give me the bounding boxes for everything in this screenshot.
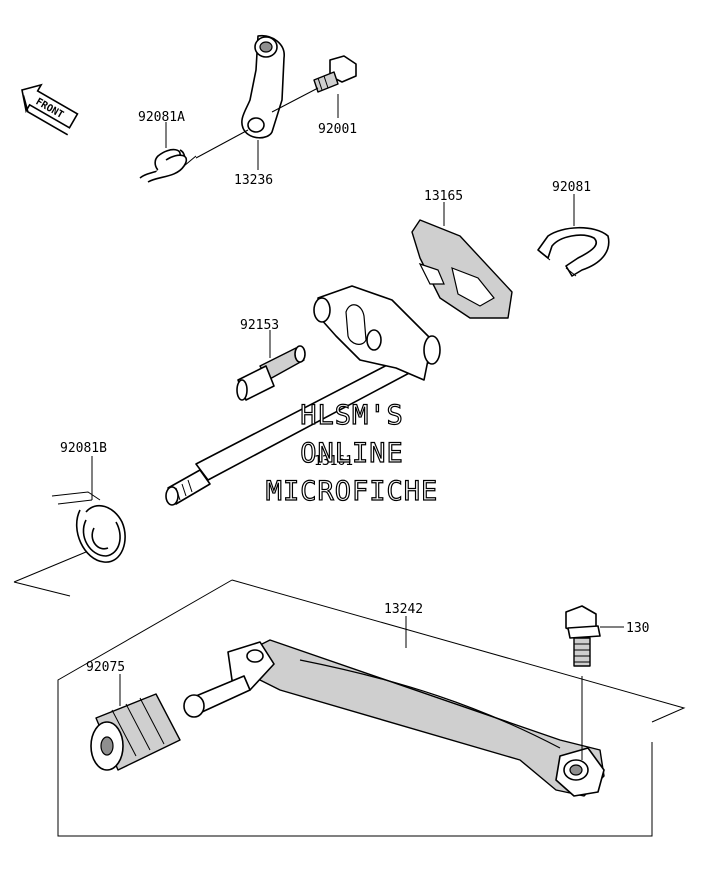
foot-rubber-92075 <box>90 675 251 771</box>
clip-92081 <box>537 226 610 277</box>
shift-arm-13236 <box>241 34 285 139</box>
label-130: 130 <box>626 621 649 636</box>
label-13236: 13236 <box>234 173 273 188</box>
label-92081A: 92081A <box>138 110 185 125</box>
watermark-line1: HLSM'S <box>300 400 404 431</box>
guide-plate-13165 <box>411 219 513 319</box>
watermark-line2: ONLINE <box>300 438 404 469</box>
watermark: HLSM'S ONLINE MICROFICHE <box>265 399 439 507</box>
label-92001: 92001 <box>318 122 357 137</box>
spring-92081B <box>51 491 126 563</box>
label-92075: 92075 <box>86 660 125 675</box>
label-13165: 13165 <box>424 189 463 204</box>
bolt-92001 <box>313 55 357 93</box>
bolt-130 <box>565 605 601 667</box>
shift-pedal-13242 <box>227 639 605 797</box>
label-92081: 92081 <box>552 180 591 195</box>
watermark-line3: MICROFICHE <box>266 476 439 507</box>
label-92153: 92153 <box>240 318 279 333</box>
label-92081B: 92081B <box>60 441 107 456</box>
shift-shaft-13161 <box>165 285 441 506</box>
label-13161: 13161 <box>314 454 353 469</box>
front-arrow-badge: FRONT <box>21 83 79 136</box>
pedal-box-outline <box>57 579 686 837</box>
spring-92081A <box>139 148 197 183</box>
label-13242: 13242 <box>384 602 423 617</box>
pin-92153 <box>236 345 306 401</box>
